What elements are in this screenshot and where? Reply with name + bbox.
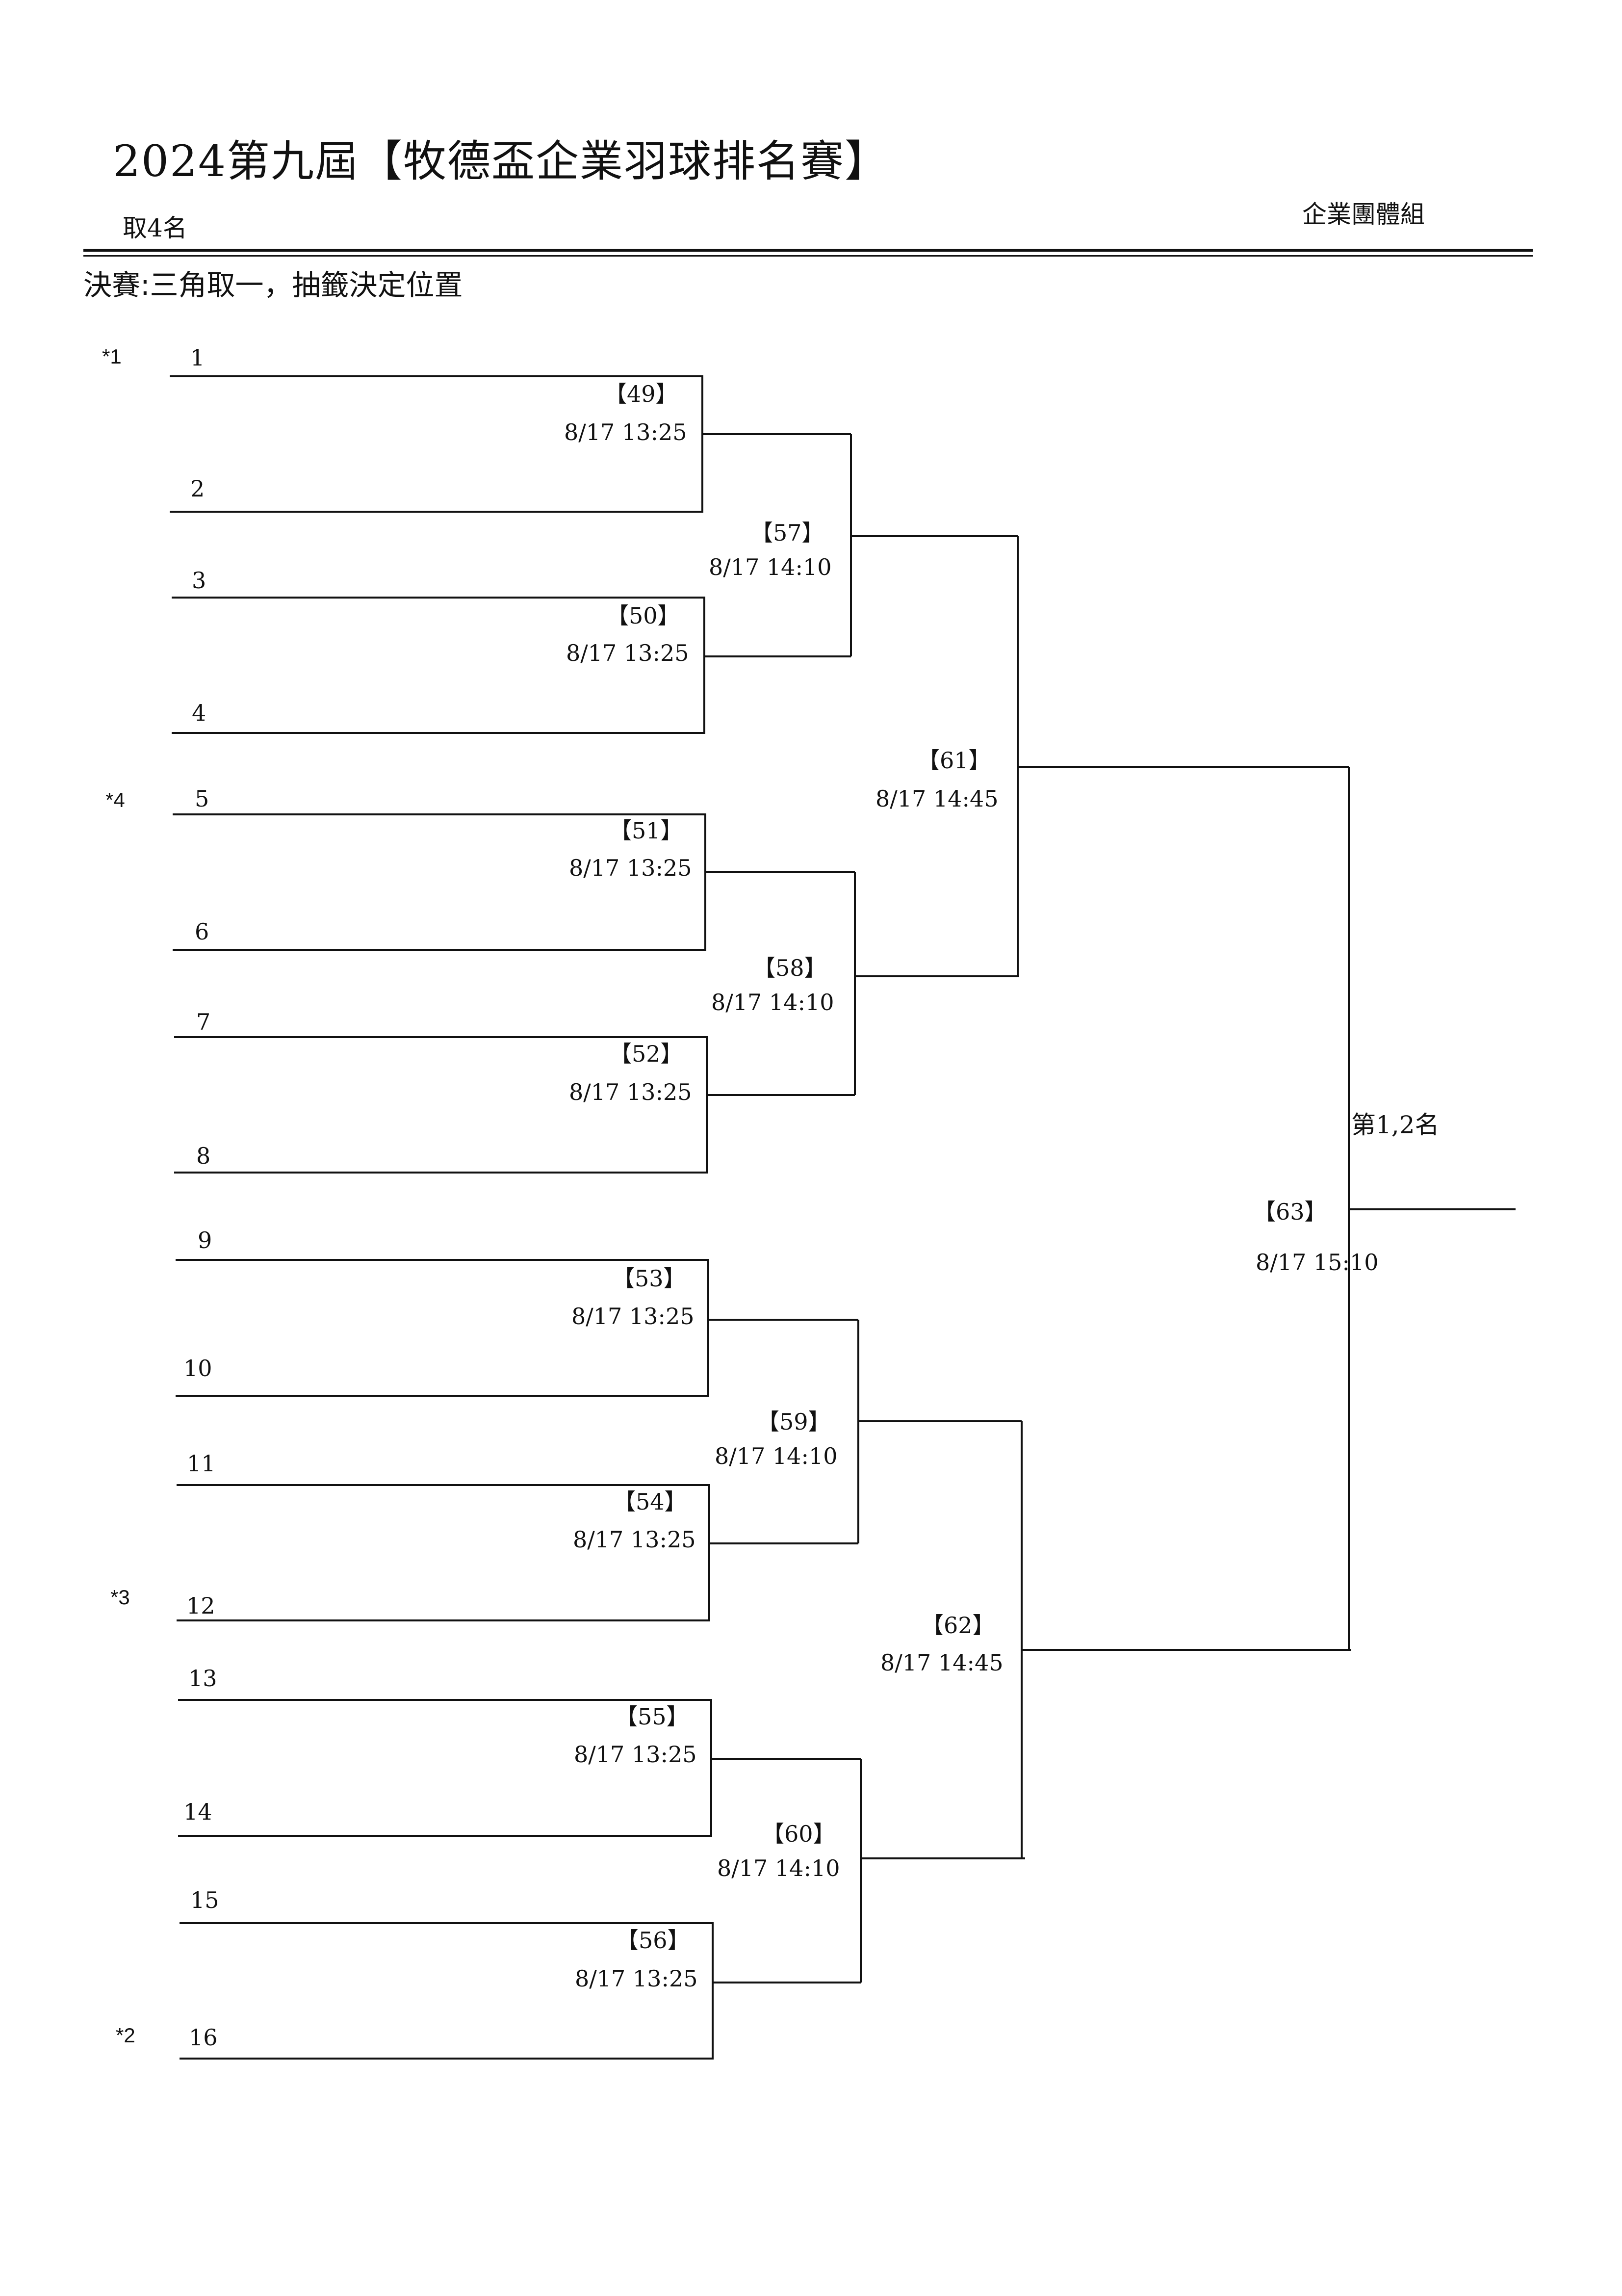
match-id: 【57】 [750,520,824,546]
match-id: 【61】 [917,747,991,774]
match-id: 【60】 [762,1821,836,1847]
match-time: 8/17 13:25 [569,1079,692,1105]
match-time: 8/17 14:45 [880,1649,1004,1676]
match-id: 【50】 [606,602,680,629]
group-label: 企業團體組 [1302,200,1425,229]
slot-number: 1 [190,344,205,371]
page-title: 2024第九屆【牧德盃企業羽球排名賽】 [113,136,889,186]
match-id: 【56】 [616,1927,690,1954]
match-time: 8/17 14:10 [717,1855,840,1881]
match-time: 8/17 13:25 [575,1965,698,1992]
bracket-match-51 [173,813,706,951]
match-id: 【58】 [753,955,827,981]
bracket-match-49 [170,375,703,513]
match-id: 【54】 [613,1488,687,1515]
seed-marker: *1 [102,345,122,368]
slot-number: 9 [198,1227,212,1253]
match-id: 【51】 [609,817,683,844]
bracket-match-55 [178,1699,712,1837]
match-id: 【63】 [1253,1199,1327,1225]
slot-number: 6 [195,918,209,945]
match-time: 8/17 13:25 [564,419,687,445]
bracket-match-53 [176,1259,709,1397]
bracket-match-56 [180,1922,714,2060]
slot-number: 10 [183,1355,212,1382]
match-time: 8/17 13:25 [569,855,692,881]
match-time: 8/17 14:10 [715,1443,838,1469]
bracket-match-52 [174,1036,708,1174]
qualifier-note: 取4名 [123,214,187,242]
match-time: 8/17 15:10 [1256,1249,1379,1276]
slot-number: 8 [196,1143,211,1169]
match-time: 8/17 13:25 [574,1741,697,1768]
slot-number: 3 [192,567,206,594]
bracket-match-50 [172,597,705,734]
match-time: 8/17 14:45 [875,785,999,812]
slot-number: 2 [190,475,205,502]
final-placement-label: 第1,2名 [1351,1111,1440,1139]
slot-number: 14 [183,1799,212,1825]
header-rule [83,249,1533,252]
match-time: 8/17 14:10 [709,554,832,580]
match-id: 【52】 [609,1041,683,1067]
slot-number: 11 [187,1450,216,1477]
slot-number: 16 [189,2024,218,2051]
match-time: 8/17 13:25 [573,1526,696,1553]
match-id: 【62】 [921,1612,995,1639]
seed-marker: *2 [116,2024,135,2047]
slot-number: 12 [186,1592,215,1619]
match-id: 【55】 [615,1703,689,1730]
match-time: 8/17 13:25 [571,1303,695,1330]
slot-number: 5 [195,785,209,812]
final-rule-note: 決賽:三角取一，抽籤決定位置 [83,268,463,302]
slot-number: 7 [196,1009,211,1035]
bracket-match-63 [1348,767,1351,1651]
seed-marker: *3 [110,1586,130,1609]
match-id: 【59】 [757,1409,831,1435]
match-id: 【53】 [612,1265,686,1292]
header-rule-thin [83,255,1533,257]
slot-number: 13 [188,1665,217,1692]
slot-number: 15 [190,1887,219,1913]
match-time: 8/17 13:25 [566,640,689,666]
match-time: 8/17 14:10 [711,989,834,1016]
slot-number: 4 [192,700,206,726]
seed-marker: *4 [105,788,125,811]
bracket-match-54 [177,1484,710,1621]
match-id: 【49】 [604,381,678,407]
